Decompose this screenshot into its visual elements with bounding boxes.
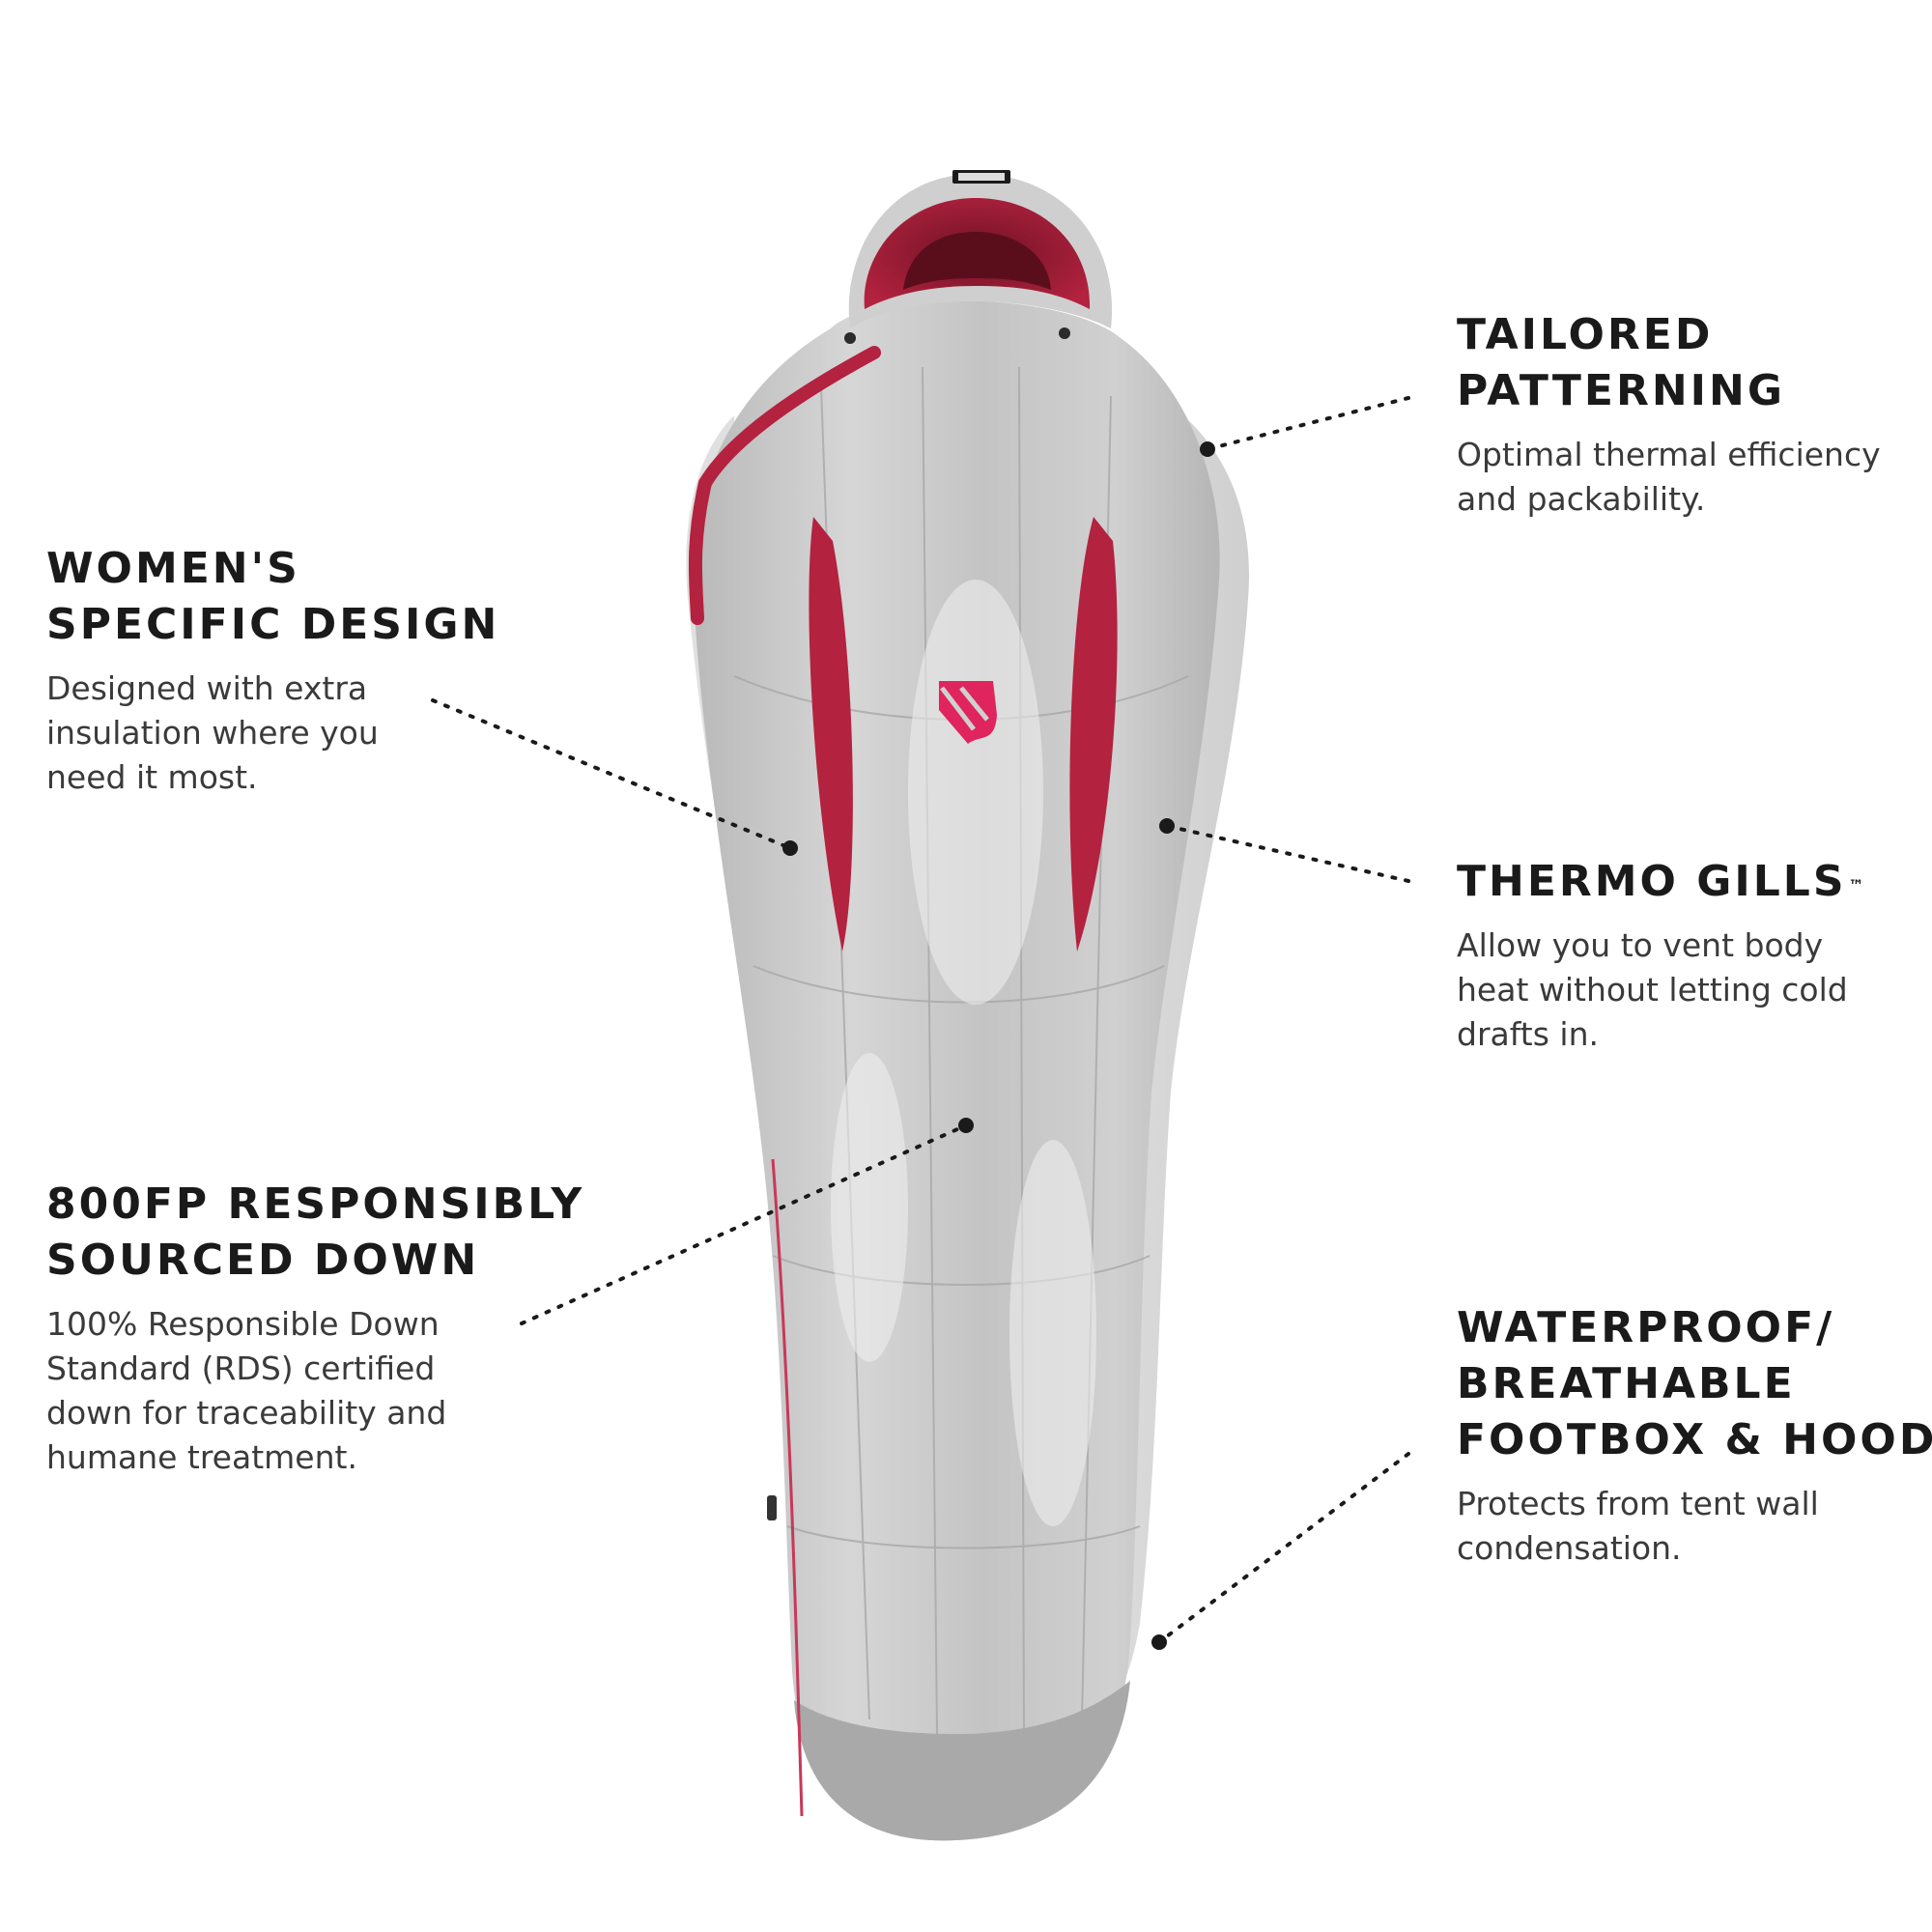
marker-dot-footbox [1151, 1634, 1167, 1650]
callout-heading: WATERPROOF/ BREATHABLE FOOTBOX & HOOD [1457, 1300, 1932, 1468]
callout-description: 100% Responsible Down Standard (RDS) cer… [46, 1302, 584, 1480]
callout-description: Designed with extra insulation where you… [46, 667, 499, 800]
callout-description: Protects from tent wall condensation. [1457, 1482, 1932, 1571]
description-line: need it most. [46, 758, 258, 796]
thermo-gill-left [809, 517, 853, 952]
heading-line: SPECIFIC DESIGN [46, 600, 500, 649]
marker-dot-womens [782, 840, 798, 856]
drawcord-toggle-left [844, 332, 856, 344]
zipper-trim [688, 346, 881, 625]
marker-dot-tailored [1200, 441, 1215, 457]
leader-line-tailored [1206, 396, 1410, 451]
description-line: drafts in. [1457, 1015, 1599, 1053]
description-line: condensation. [1457, 1529, 1682, 1567]
description-line: and packability. [1457, 480, 1706, 518]
heading-text: THERMO GILLS [1457, 857, 1847, 906]
heading-line: TAILORED [1457, 310, 1714, 359]
heading-line: WATERPROOF/ [1457, 1303, 1835, 1352]
leader-line-down [520, 1123, 968, 1325]
heading-line: PATTERNING [1457, 366, 1785, 415]
callout-footbox: WATERPROOF/ BREATHABLE FOOTBOX & HOOD Pr… [1457, 1300, 1932, 1571]
callout-womens-design: WOMEN'S SPECIFIC DESIGN Designed with ex… [46, 541, 499, 800]
drawcord-toggle-right [1059, 327, 1070, 339]
callout-description: Allow you to vent body heat without lett… [1457, 923, 1864, 1057]
description-line: Designed with extra [46, 669, 368, 707]
leader-line-thermo [1165, 824, 1410, 883]
description-line: Standard (RDS) certified [46, 1350, 436, 1387]
zipper-line [771, 1158, 804, 1817]
description-line: humane treatment. [46, 1438, 357, 1476]
callout-heading: WOMEN'S SPECIFIC DESIGN [46, 541, 499, 653]
trademark-symbol: ™ [1848, 876, 1864, 895]
nemo-logo-icon [939, 681, 997, 744]
heading-line: FOOTBOX & HOOD [1457, 1415, 1932, 1464]
callout-heading: 800FP RESPONSIBLY SOURCED DOWN [46, 1177, 584, 1289]
hood-opening [903, 232, 1051, 290]
leader-line-womens [431, 698, 792, 850]
description-line: insulation where you [46, 714, 379, 752]
leader-line-footbox [1157, 1452, 1410, 1644]
callout-down: 800FP RESPONSIBLY SOURCED DOWN 100% Resp… [46, 1177, 584, 1480]
description-line: Optimal thermal efficiency [1457, 436, 1881, 473]
callout-tailored: TAILORED PATTERNING Optimal thermal effi… [1457, 307, 1881, 522]
heading-line: 800FP RESPONSIBLY [46, 1179, 585, 1229]
description-line: Protects from tent wall [1457, 1485, 1819, 1522]
marker-dot-down [958, 1118, 974, 1133]
footbox [794, 1681, 1130, 1841]
nemo-label-icon [952, 170, 1010, 184]
heading-line: WOMEN'S [46, 544, 300, 593]
callout-heading: TAILORED PATTERNING [1457, 307, 1881, 419]
heading-line: SOURCED DOWN [46, 1236, 480, 1285]
thermo-gill-right [1069, 517, 1118, 952]
callout-description: Optimal thermal efficiency and packabili… [1457, 433, 1881, 522]
marker-dot-thermo [1159, 818, 1175, 834]
description-line: 100% Responsible Down [46, 1305, 440, 1343]
heading-line: BREATHABLE [1457, 1359, 1796, 1408]
zipper-pull [767, 1495, 777, 1520]
description-line: Allow you to vent body [1457, 926, 1824, 964]
description-line: down for traceability and [46, 1394, 447, 1432]
description-line: heat without letting cold [1457, 971, 1848, 1009]
